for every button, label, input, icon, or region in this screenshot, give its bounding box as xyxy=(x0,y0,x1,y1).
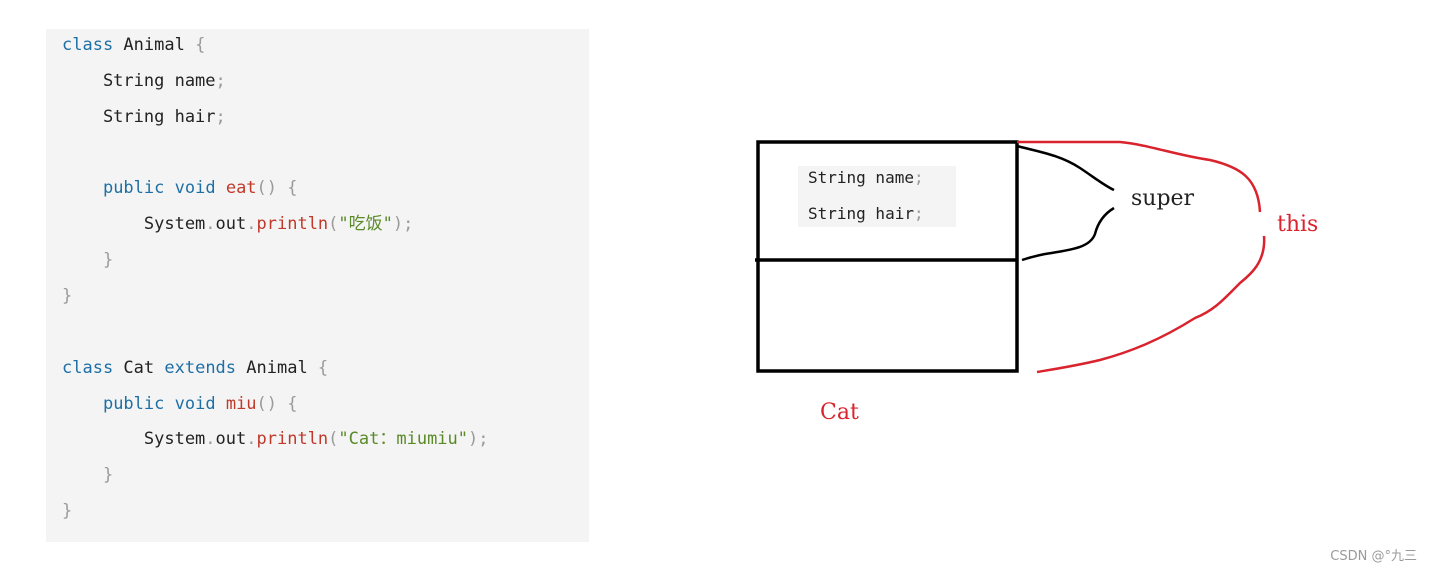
super-brace xyxy=(1016,144,1115,262)
code-token: class xyxy=(62,357,114,378)
code-token: extends xyxy=(164,357,237,378)
code-token: void xyxy=(174,393,216,414)
code-line: System.out.println("吃饭"); xyxy=(62,212,414,236)
code-token: Animal xyxy=(113,35,196,55)
cat-label: Cat xyxy=(820,400,859,425)
code-token: } xyxy=(62,285,73,306)
code-line: class Cat extends Animal { xyxy=(62,356,328,380)
code-line: class Animal { xyxy=(62,33,205,57)
code-token: class xyxy=(62,35,114,55)
code-token: println xyxy=(256,214,329,235)
code-line: } xyxy=(62,499,72,523)
code-token: . xyxy=(205,214,216,235)
code-token: "吃饭" xyxy=(338,214,393,235)
code-token: public xyxy=(102,393,165,414)
this-label: this xyxy=(1277,212,1319,237)
code-token: eat xyxy=(225,178,257,199)
code-token: out xyxy=(215,214,247,235)
code-token: System xyxy=(62,214,206,235)
code-token: . xyxy=(205,429,216,450)
code-line: } xyxy=(62,463,113,487)
code-token: void xyxy=(174,178,216,199)
code-line: public void eat() { xyxy=(62,176,298,200)
code-line: String name; xyxy=(62,69,226,93)
code-token: . xyxy=(246,214,257,235)
code-line: } xyxy=(62,248,113,272)
code-line: System.out.println("Cat：miumiu"); xyxy=(62,427,489,451)
code-token: Animal xyxy=(236,357,318,378)
code-token: System xyxy=(62,429,206,450)
code-token: { xyxy=(195,35,206,55)
code-token: () { xyxy=(256,178,298,199)
code-line: } xyxy=(62,284,72,308)
code-token: String name xyxy=(62,70,216,91)
code-token: Cat xyxy=(113,357,165,378)
code-token: ); xyxy=(468,429,489,450)
watermark: CSDN @°九三 xyxy=(1330,549,1417,564)
code-token: } xyxy=(62,250,114,271)
code-token: () { xyxy=(256,393,298,414)
code-token: ); xyxy=(392,214,414,235)
code-line: public void miu() { xyxy=(62,392,298,416)
code-line: String hair; xyxy=(62,105,226,129)
code-token: ; xyxy=(215,106,226,127)
code-token: ( xyxy=(328,214,339,235)
code-token: String name xyxy=(808,168,914,187)
parent-fields-box: String name;String hair; xyxy=(798,166,956,227)
this-brace xyxy=(1017,140,1266,374)
code-token: { xyxy=(317,357,329,378)
code-line: String name; xyxy=(808,168,924,188)
code-line: String hair; xyxy=(808,204,924,224)
code-token: String hair xyxy=(62,106,216,127)
code-token: ( xyxy=(328,429,339,450)
code-token: String hair xyxy=(808,204,914,223)
code-token: } xyxy=(62,465,114,486)
code-token: println xyxy=(256,429,329,450)
code-block: class Animal { String name; String hair;… xyxy=(46,29,589,542)
code-token: ; xyxy=(215,70,226,91)
code-token: miu xyxy=(225,393,257,414)
code-token: ; xyxy=(913,204,924,223)
super-label: super xyxy=(1131,186,1195,211)
cat-object-box xyxy=(756,140,1019,373)
code-token: out xyxy=(215,429,247,450)
code-token: public xyxy=(102,178,165,199)
code-token: } xyxy=(62,501,73,522)
code-token: . xyxy=(246,429,257,450)
code-token: "Cat：miumiu" xyxy=(338,429,469,450)
code-token: ; xyxy=(913,168,924,187)
